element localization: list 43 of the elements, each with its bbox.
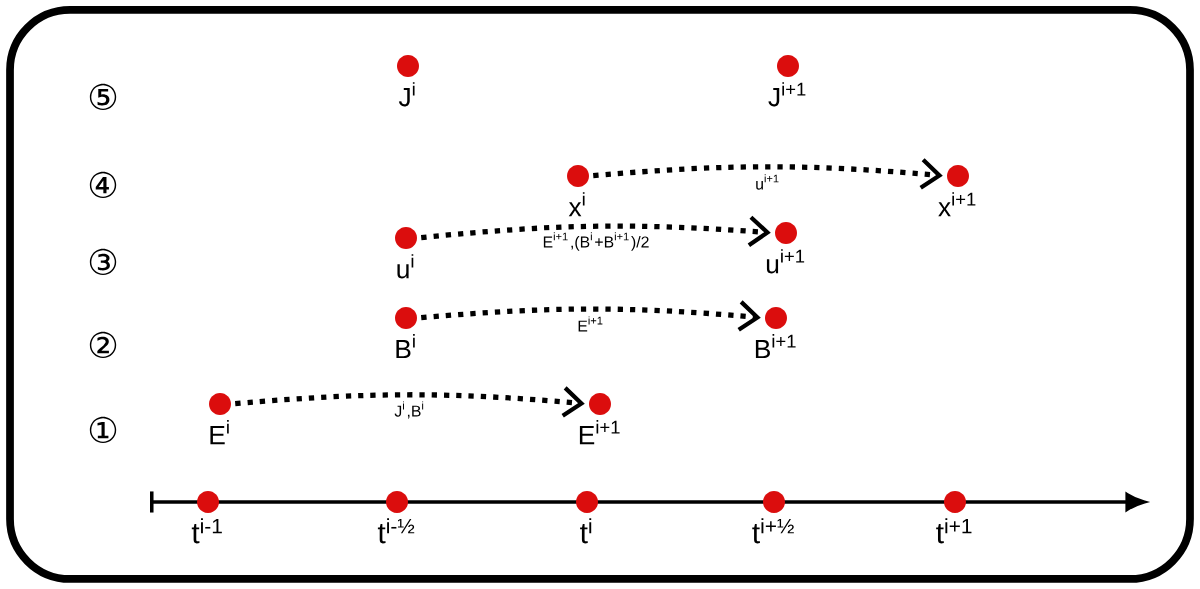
dot-label: J$^{i+1}$: [768, 82, 806, 107]
dot-label: u$^{i+1}$: [766, 249, 805, 274]
dot-label: x$^{i+1}$: [938, 192, 976, 217]
edge-label: u$^{i+1}$: [756, 174, 779, 190]
dot: [765, 307, 787, 329]
dot-label: x$^{i}$: [568, 192, 585, 217]
dot-label: t$^{i+½}$: [752, 518, 794, 544]
dot: [589, 393, 611, 415]
dot-label: B$^{i+1}$: [755, 334, 796, 359]
row-number: ②: [89, 331, 117, 359]
dot: [386, 491, 408, 513]
row-number: ⑤: [89, 83, 117, 111]
dotted-arrow: [235, 386, 585, 418]
dot: [775, 222, 797, 244]
dot: [947, 165, 969, 187]
dot: [567, 165, 589, 187]
dot-label: E$^{i+1}$: [579, 420, 620, 445]
dot: [763, 491, 785, 513]
row-number: ①: [89, 416, 117, 444]
dot-label: J$^{i}$: [398, 82, 415, 107]
dot: [209, 393, 231, 415]
edge-label: J$^{i}$,B$^{i}$: [394, 401, 424, 419]
dot: [576, 491, 598, 513]
dotted-arrow: [420, 215, 771, 247]
dotted-arrow: [421, 300, 761, 332]
row-number: ④: [89, 171, 117, 199]
edge-label: E$^{i+1}$: [578, 316, 603, 332]
dot-label: u$^{i}$: [397, 254, 414, 279]
dot: [944, 491, 966, 513]
dot: [777, 55, 799, 77]
dot-label: t$^{i-½}$: [377, 518, 415, 544]
dot: [197, 491, 219, 513]
row-number: ③: [89, 248, 117, 276]
dot-label: B$^{i}$: [396, 334, 415, 359]
dot-label: t$^{i}$: [580, 518, 592, 544]
dot-label: t$^{i+1}$: [936, 518, 972, 544]
dot-label: t$^{i-1}$: [191, 518, 222, 544]
dot: [395, 307, 417, 329]
dot-label: E$^{i}$: [210, 420, 229, 445]
dotted-arrow: [593, 158, 943, 190]
edge-label: E$^{i+1}$,(B$^{i}$+B$^{i+1}$)/2: [543, 232, 649, 251]
dot: [395, 227, 417, 249]
dot: [397, 55, 419, 77]
